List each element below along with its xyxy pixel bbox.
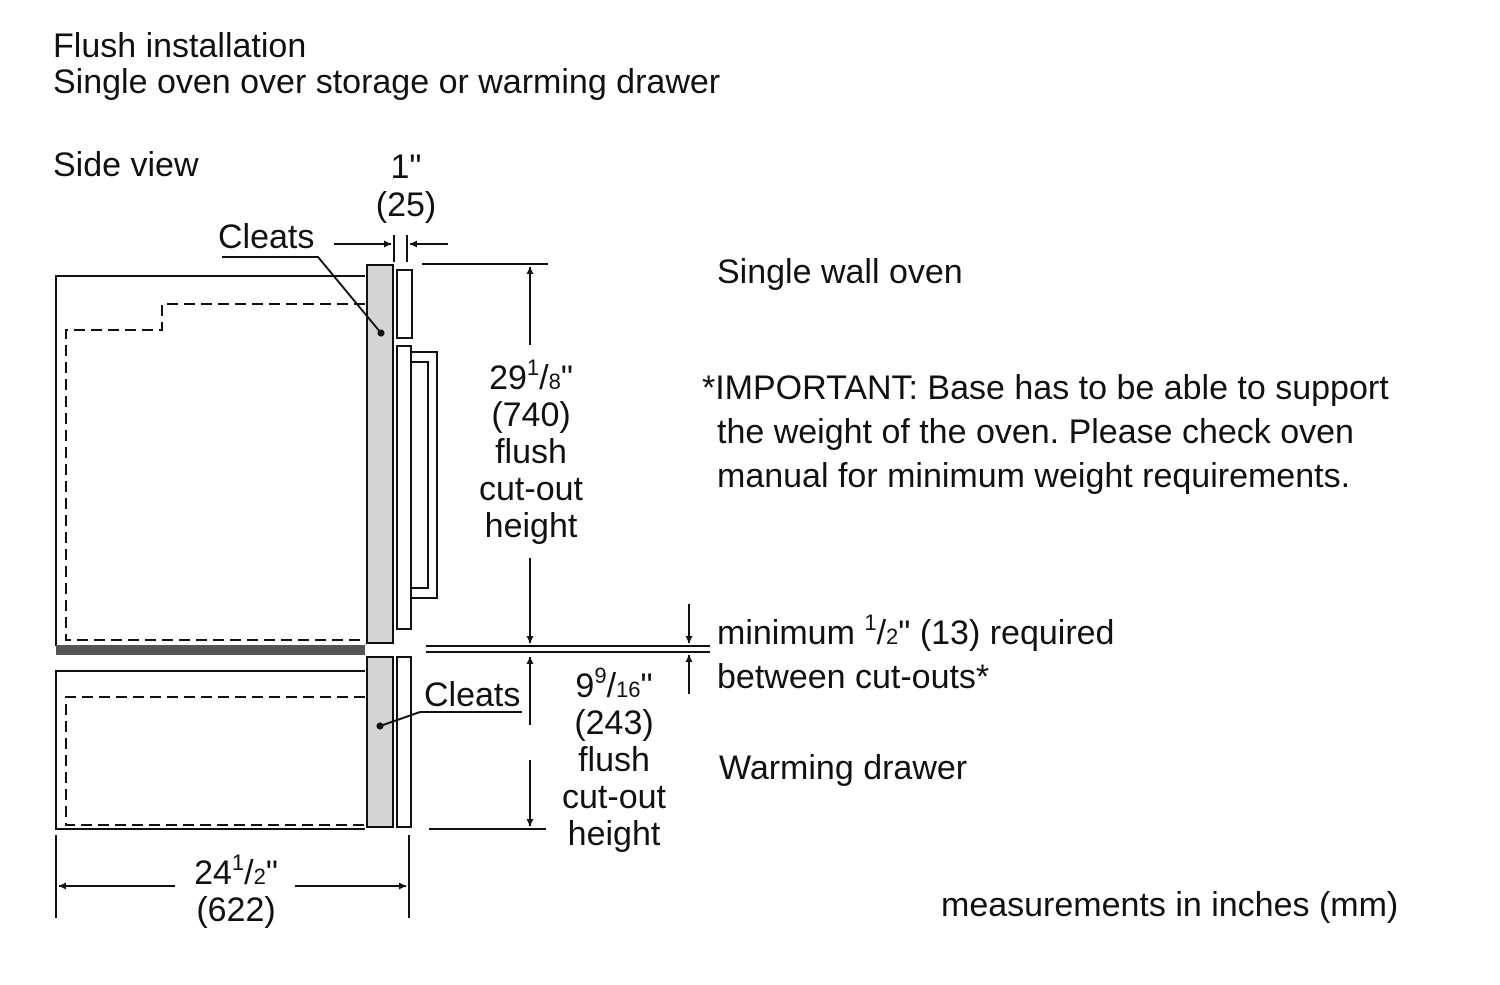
warming-drawer-label: Warming drawer — [719, 749, 968, 787]
oven-cutout-text-2: cut-out — [479, 470, 583, 508]
drawer-cutout-text-2: cut-out — [562, 778, 666, 816]
drawer-cutout-label: 99/16" (243) flush cut-out height — [538, 663, 690, 853]
cleats-leader-top — [222, 256, 382, 334]
drawer-cutout-mm: (243) — [574, 704, 654, 742]
cabinet-depth-inches: 241/2" — [194, 850, 278, 892]
cabinet-depth-dimension — [55, 835, 410, 918]
oven-cutout-text-3: height — [484, 507, 578, 545]
drawer-front — [396, 656, 412, 828]
drawer-cutout-text-3: height — [567, 815, 661, 853]
oven-cleat-panel — [366, 264, 394, 644]
cleats-label-top: Cleats — [218, 218, 315, 256]
cabinet-depth-label: 241/2" (622) — [161, 850, 311, 929]
cleat-depth-mm: (25) — [375, 186, 437, 224]
oven-cutout-label: 291/8" (740) flush cut-out height — [455, 355, 607, 545]
oven-cutout-mm: (740) — [491, 396, 571, 434]
cleats-leader-top-dot — [377, 329, 385, 337]
gap-requirement-line-2: between cut-outs* — [717, 658, 990, 696]
gap-dimension — [426, 604, 710, 694]
cleat-depth-dimension — [334, 235, 448, 262]
drawer-cutout-inches: 99/16" — [575, 663, 653, 705]
oven-cutout-dimension — [422, 263, 548, 643]
drawer-cutout-text-1: flush — [578, 741, 650, 779]
oven-cutout-text-1: flush — [495, 433, 567, 471]
oven-body-dashed — [65, 303, 365, 641]
diagram-title: Flush installation — [53, 27, 307, 65]
important-note: *IMPORTANT: Base has to be able to suppo… — [702, 366, 1389, 498]
drawer-cleat-panel — [366, 656, 394, 828]
oven-door — [396, 345, 412, 630]
important-note-line-2: the weight of the oven. Please check ove… — [717, 413, 1354, 451]
lower-cabinet-outline — [55, 670, 365, 830]
oven-cutout-inches: 291/8" — [489, 355, 573, 397]
cleat-depth-inches: 1" — [390, 148, 422, 186]
important-note-line-3: manual for minimum weight requirements. — [717, 457, 1351, 495]
view-label: Side view — [53, 146, 199, 184]
single-wall-oven-label: Single wall oven — [717, 253, 963, 291]
cleats-leader-bottom-dot — [376, 722, 384, 730]
gap-requirement-label: minimum 1/2" (13) required between cut-o… — [717, 611, 1114, 699]
upper-cabinet-outline — [55, 275, 365, 646]
diagram-subtitle: Single oven over storage or warming draw… — [53, 63, 721, 101]
cleats-label-bottom: Cleats — [424, 676, 521, 714]
measurements-note: measurements in inches (mm) — [941, 886, 1399, 924]
drawer-cutout-dimension — [429, 657, 546, 830]
oven-handle — [411, 351, 438, 599]
important-note-line-1: *IMPORTANT: Base has to be able to suppo… — [702, 369, 1389, 407]
cabinet-depth-mm: (622) — [196, 891, 276, 929]
gap-requirement-line-1: minimum 1/2" (13) required — [717, 610, 1115, 653]
cleats-leader-bottom — [379, 711, 522, 727]
cleat-depth-label: 1" (25) — [351, 148, 461, 224]
oven-control-panel — [396, 269, 413, 339]
drawer-body-dashed — [65, 696, 365, 826]
support-shelf — [56, 645, 365, 655]
